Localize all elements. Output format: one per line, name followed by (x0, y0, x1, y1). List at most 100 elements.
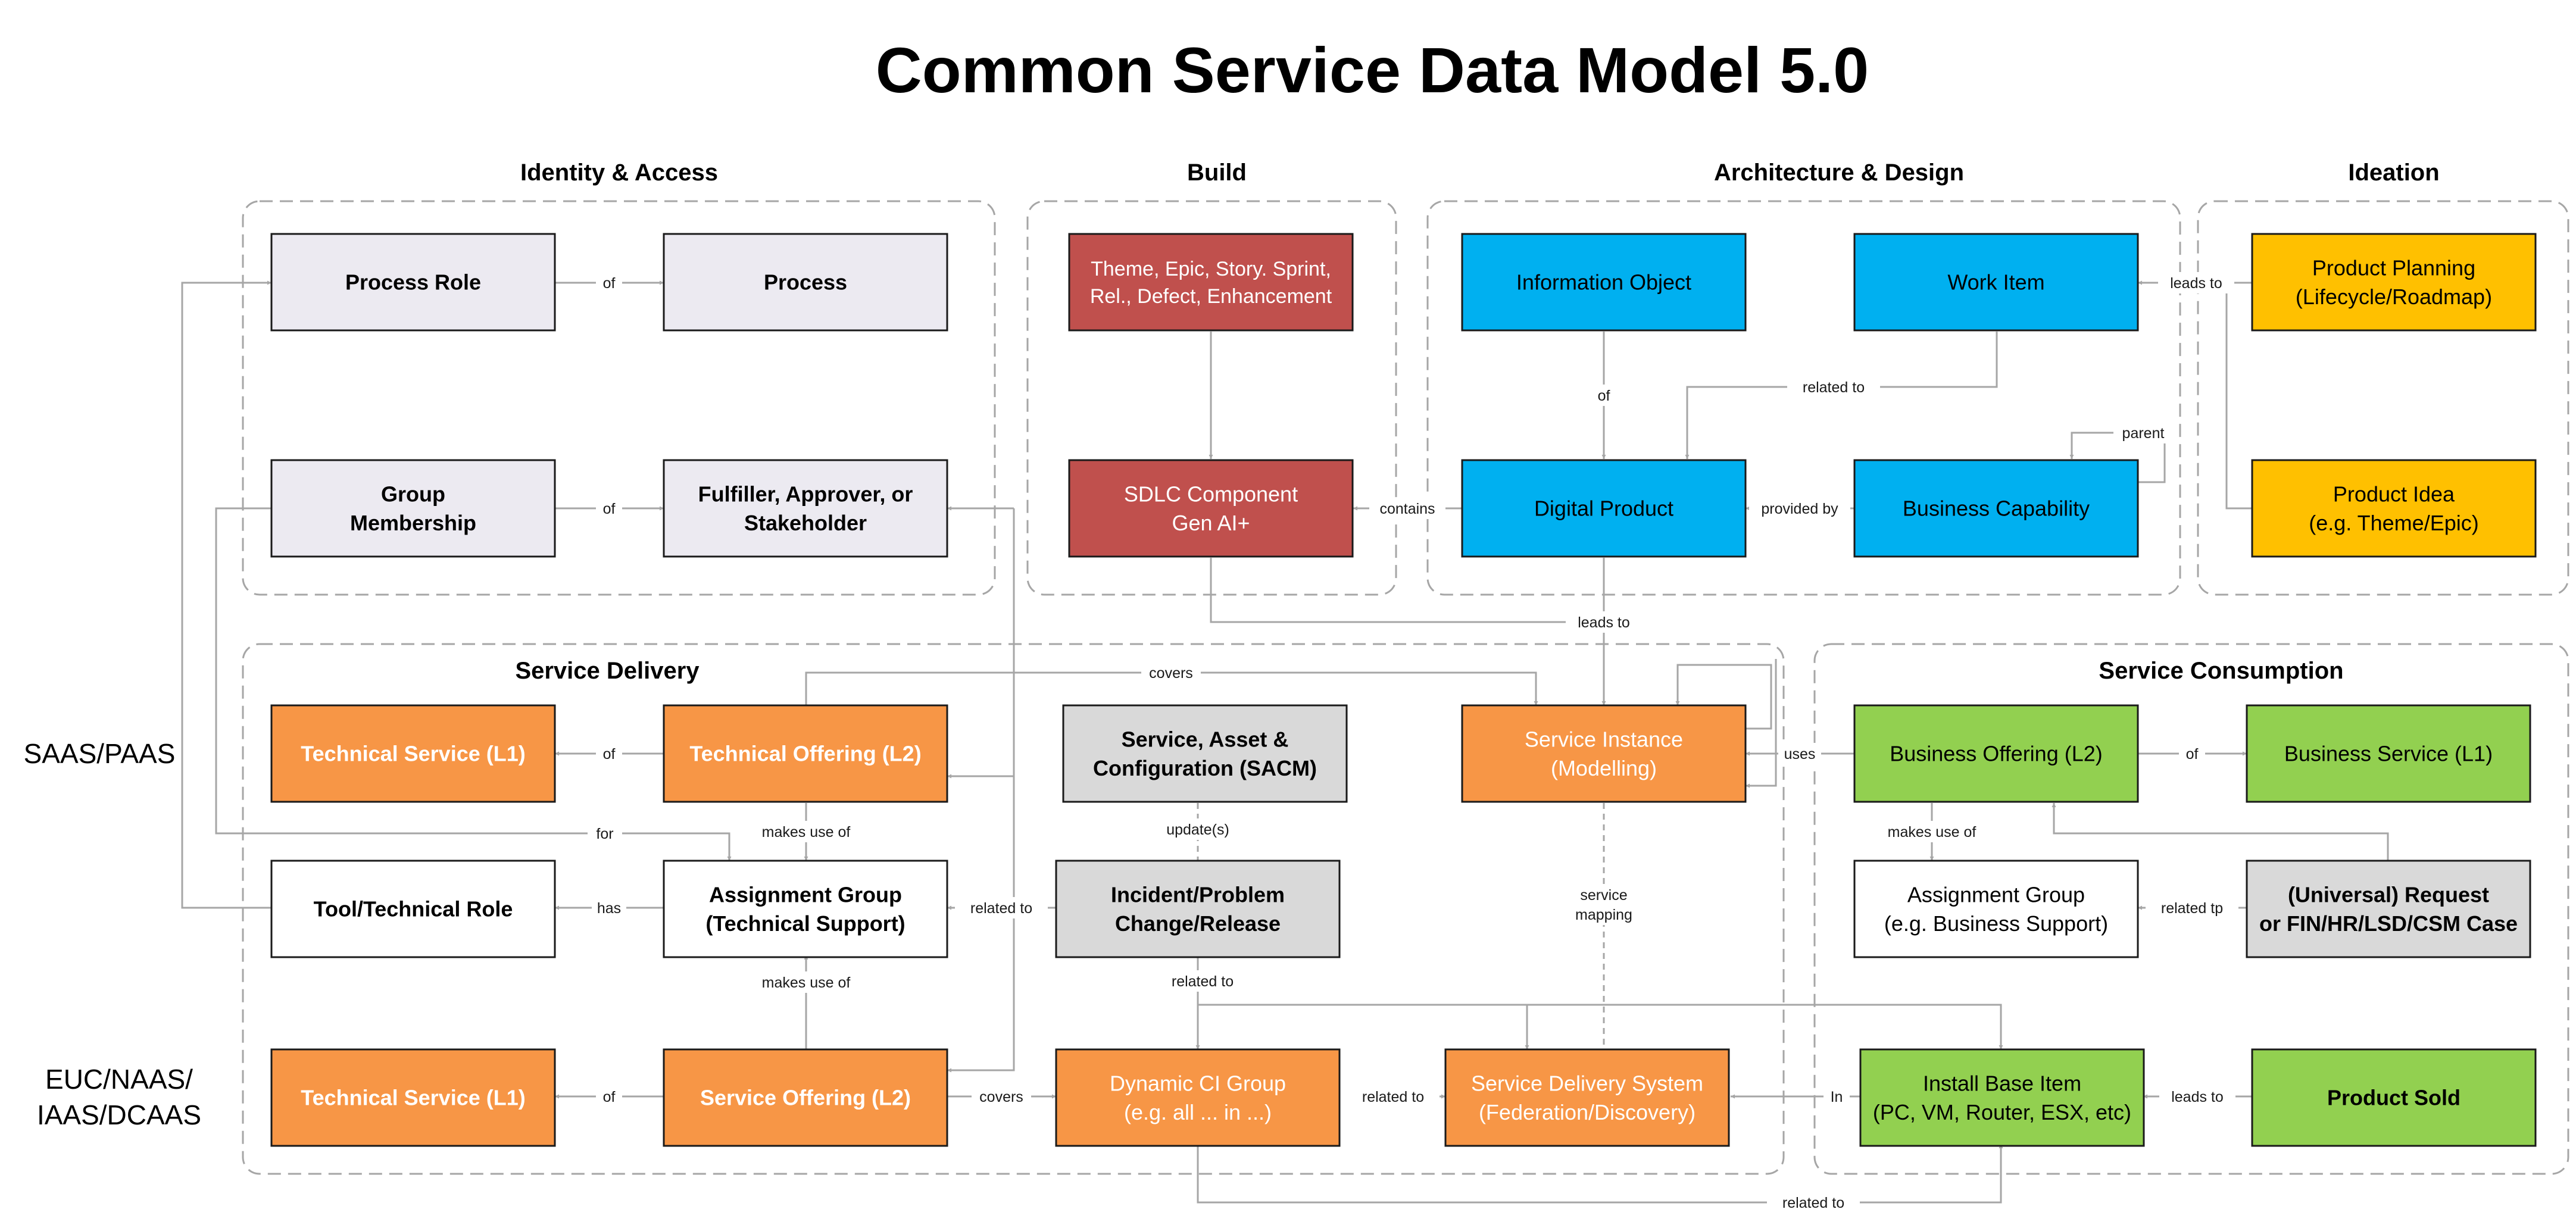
connector-label-bg (1347, 1086, 1440, 1107)
box-label: Information Object (1516, 270, 1691, 295)
connector-sdlc-instance (1210, 558, 1604, 623)
connector-label-of-process: of (603, 275, 616, 292)
connector-label-bg (1369, 498, 1445, 519)
box-rect (1853, 860, 2139, 958)
box-label: Gen AI+ (1172, 511, 1250, 535)
connector-label-bg (1767, 1192, 1860, 1213)
box-rect (270, 233, 556, 332)
box-label: Business Service (L1) (2284, 742, 2493, 766)
box-rect (663, 1048, 948, 1147)
connector-for (215, 507, 732, 861)
box-label: Assignment Group (709, 882, 902, 907)
connector-label-bg (1570, 904, 1638, 925)
connector-label-makes-use-of-offering: makes use of (762, 974, 851, 991)
box-label: Technical Offering (L2) (689, 742, 921, 766)
connector-label-service-mapping-2: mapping (1575, 907, 1632, 923)
ideation-group (2197, 200, 2569, 596)
box-information-object: Information Object (1461, 233, 1747, 332)
box-label: Group (381, 482, 445, 506)
box-rect (663, 860, 948, 958)
box-business-service: Business Service (L1) (2246, 704, 2531, 803)
box-work-item: Work Item (1853, 233, 2139, 332)
box-assignment-business: Assignment Group(e.g. Business Support) (1853, 860, 2139, 958)
connector-label-covers-bottom: covers (979, 1089, 1023, 1105)
connector-label-bg (1787, 376, 1880, 398)
box-label: Digital Product (1534, 496, 1673, 521)
box-label: Service Offering (L2) (700, 1086, 911, 1110)
box-tech-offering-l2: Technical Offering (L2) (663, 704, 948, 803)
box-label: Process Role (345, 270, 481, 295)
connector-label-makes-use-of-business: makes use of (1888, 824, 1977, 840)
box-tech-service-l1-b: Technical Service (L1) (270, 1048, 556, 1147)
connector-label-related-to-incident: related to (970, 900, 1032, 917)
box-rect (2246, 860, 2531, 958)
box-assignment-tech: Assignment Group (Technical Support) (663, 860, 948, 958)
box-label: Business Capability (1903, 496, 2090, 521)
box-rect (2251, 459, 2537, 558)
box-rect (1444, 1048, 1730, 1147)
box-rect (1461, 459, 1747, 558)
connector-label-of-service: of (603, 1089, 616, 1105)
box-rect (1068, 233, 1354, 332)
box-rect (663, 704, 948, 803)
box-process: Process (663, 233, 948, 332)
connector-label-provided-by: provided by (1761, 501, 1838, 517)
connector-label-makes-use-of-tech: makes use of (762, 824, 851, 840)
section-title-build: Build (1187, 160, 1247, 186)
box-rect (270, 704, 556, 803)
box-rect (2251, 1048, 2537, 1147)
connector-label-bg (2146, 897, 2238, 918)
connector-request-offering (2052, 803, 2389, 861)
side-label-euc-line2: IAAS/DCAAS (37, 1099, 201, 1130)
box-install-base: Install Base Item (PC, VM, Router, ESX, e… (1859, 1048, 2145, 1147)
box-label: (PC, VM, Router, ESX, etc) (1873, 1100, 2131, 1124)
section-title-identity: Identity & Access (520, 160, 718, 186)
connector-label-bg (596, 743, 622, 764)
connector-label-bg (1141, 662, 1201, 683)
connector-label-covers-top: covers (1149, 665, 1193, 682)
connector-label-bg (596, 1086, 622, 1107)
connector-label-bg (1824, 1086, 1850, 1107)
box-label: Tool/Technical Role (314, 897, 513, 921)
connector-label-leads-to-instance: leads to (1578, 614, 1630, 631)
box-rect (1055, 860, 1341, 958)
connector-label-bg (596, 272, 622, 293)
connector-label-bg (1749, 498, 1850, 519)
box-label: Incident/Problem (1111, 882, 1285, 907)
box-label: (Technical Support) (705, 911, 905, 936)
connector-label-bg (751, 971, 861, 993)
box-label: Install Base Item (1923, 1071, 2081, 1095)
box-label: Product Planning (2312, 255, 2475, 280)
connector-label-bg (1591, 385, 1617, 406)
connector-label-related-to-sds: related to (1362, 1089, 1424, 1105)
box-label: Stakeholder (744, 511, 867, 535)
box-label: SDLC Component (1124, 482, 1298, 506)
box-business-capability: Business Capability (1853, 459, 2139, 558)
box-label: (e.g. all ... in ...) (1124, 1100, 1272, 1124)
architecture-design-group (1426, 200, 2181, 596)
connector-label-leads-to-planning: leads to (2170, 275, 2222, 292)
box-rect (270, 1048, 556, 1147)
box-rect (1461, 233, 1747, 332)
connector-label-leads-to-sold: leads to (2171, 1089, 2224, 1105)
service-consumption-group (1813, 643, 2569, 1175)
box-label: Product Idea (2333, 482, 2455, 506)
box-label: Technical Service (L1) (301, 1086, 526, 1110)
connector-label-updates: update(s) (1166, 821, 1229, 838)
connector-label-in: In (1831, 1089, 1843, 1105)
connector-label-related-tp: related tp (2161, 900, 2223, 917)
box-rect (1853, 704, 2139, 803)
connector-label-bg (751, 821, 861, 842)
connector-label-of-membership: of (603, 501, 616, 517)
connector-label-uses: uses (1784, 746, 1816, 763)
identity-access-group (242, 200, 996, 596)
connector-label-bg (972, 1086, 1031, 1107)
box-rect (1062, 704, 1348, 803)
box-process-role: Process Role (270, 233, 556, 332)
box-label: Dynamic CI Group (1110, 1071, 1286, 1095)
